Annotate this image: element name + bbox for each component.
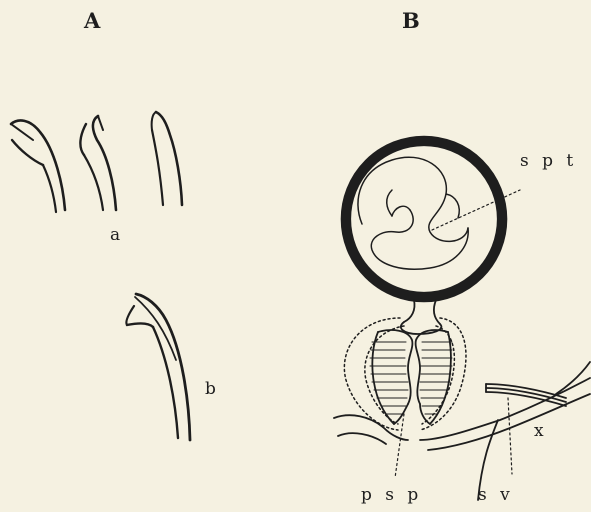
hooks-group-a xyxy=(11,112,182,212)
hook-a3 xyxy=(152,112,182,205)
annotation-spt: s p t xyxy=(520,153,577,170)
seminal-vesicle-ducts xyxy=(486,362,590,406)
annotation-psp: p s p xyxy=(361,487,422,504)
coiled-contents xyxy=(358,157,468,269)
annotation-sv: s v xyxy=(478,487,514,504)
panel-label-a: A xyxy=(84,10,101,31)
hook-b xyxy=(126,294,190,440)
capsule-inner-wall xyxy=(350,145,498,293)
annotation-x: x xyxy=(534,423,545,440)
part-label-b: b xyxy=(205,381,217,398)
capsule-cell-layer xyxy=(346,141,502,297)
hook-a2 xyxy=(80,116,116,210)
hook-a1 xyxy=(11,120,65,212)
striated-body xyxy=(372,330,451,424)
leader-psp xyxy=(395,414,404,478)
part-label-a: a xyxy=(110,227,121,244)
capsule-neck xyxy=(401,300,442,334)
panel-label-b: B xyxy=(402,10,421,31)
leader-sv xyxy=(508,398,512,474)
spermatheca-diagram xyxy=(334,137,590,500)
